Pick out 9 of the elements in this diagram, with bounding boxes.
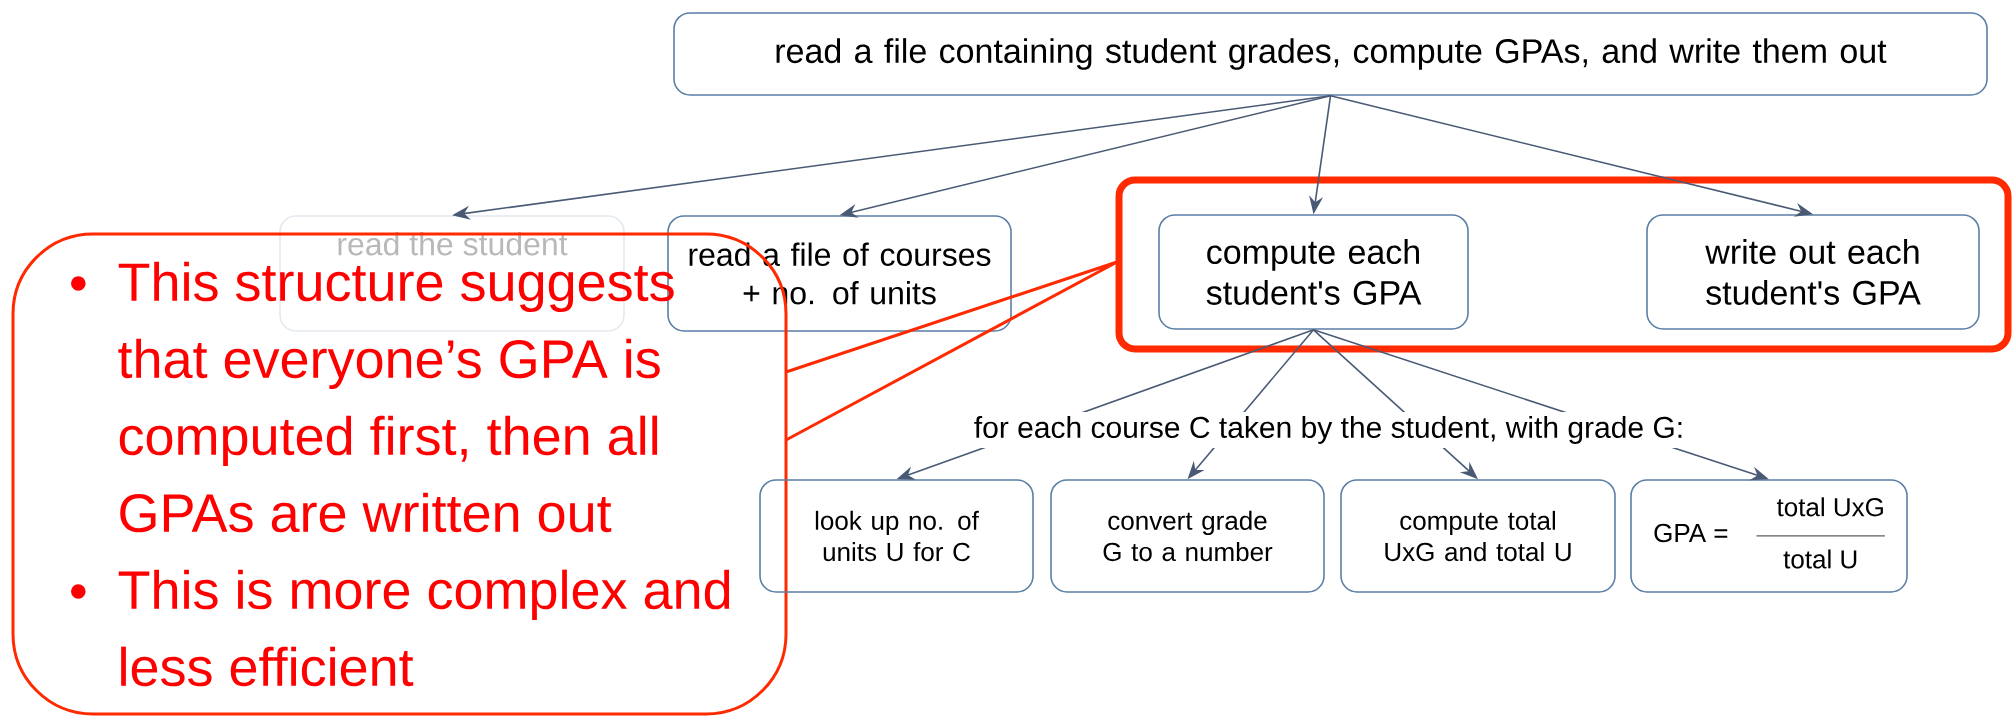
process-box: read a file containing student grades, compute GPAs, and write them out <box>673 12 1988 96</box>
process-box: compute total UxG and total U <box>1340 479 1616 593</box>
highlight-frame <box>1115 176 2012 353</box>
process-box: write out each student's GPA <box>1646 214 1980 330</box>
process-box: convert grade G to a number <box>1050 479 1325 593</box>
formula-box: GPA = total UxG total U <box>1630 479 1908 593</box>
process-box: look up no. of units U for C <box>759 479 1034 593</box>
note-text: for each course C taken by the student, with grade G: <box>969 412 1689 448</box>
process-box: compute each student's GPA <box>1158 214 1469 330</box>
